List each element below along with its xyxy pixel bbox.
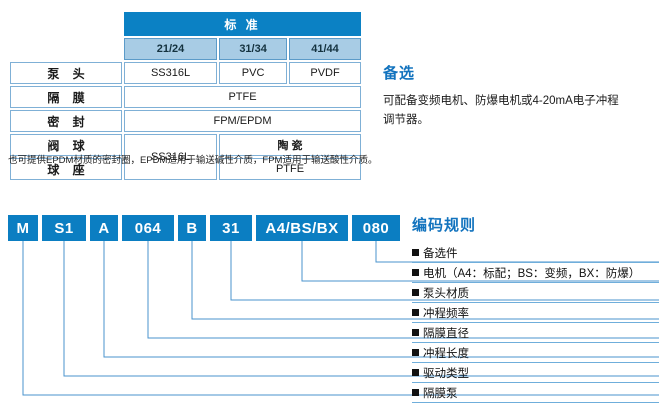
legend-label: 驱动类型 (423, 367, 469, 380)
legend-label: 隔膜泵 (423, 387, 458, 400)
table-row-label: 隔 膜 (10, 86, 122, 108)
legend-label: 电机（A4：标配；BS：变频，BX：防爆） (423, 267, 641, 280)
table-cell: PVDF (289, 62, 361, 84)
code-block-6[interactable]: A4/BS/BX (256, 215, 348, 241)
square-bullet-icon (412, 349, 419, 356)
square-bullet-icon (412, 309, 419, 316)
table-sub-header-2: 41/44 (289, 38, 361, 60)
square-bullet-icon (412, 329, 419, 336)
code-block-2[interactable]: A (90, 215, 118, 241)
table-cell: PTFE (219, 158, 361, 180)
legend-row-6: 驱动类型 (412, 363, 659, 383)
legend-row-4: 隔膜直径 (412, 323, 659, 343)
table-row-label: 球 座 (10, 158, 122, 180)
table-cell: SS316L (124, 134, 218, 180)
legend-label: 隔膜直径 (423, 327, 469, 340)
legend-row-5: 冲程长度 (412, 343, 659, 363)
table-cell: 陶 瓷 (219, 134, 361, 156)
optional-title: 备选 (383, 65, 416, 82)
table-row-label: 泵 头 (10, 62, 122, 84)
table-cell: FPM/EPDM (124, 110, 361, 132)
square-bullet-icon (412, 389, 419, 396)
code-block-5[interactable]: 31 (210, 215, 252, 241)
legend-label: 备选件 (423, 247, 458, 260)
table-corner-spacer (10, 12, 122, 36)
table-cell: SS316L (124, 62, 218, 84)
legend-row-2: 泵头材质 (412, 283, 659, 303)
legend-label: 冲程频率 (423, 307, 469, 320)
legend-row-1: 电机（A4：标配；BS：变频，BX：防爆） (412, 263, 659, 283)
legend-row-0: 备选件 (412, 243, 659, 263)
coding-legend: 编码规则 备选件电机（A4：标配；BS：变频，BX：防爆） 泵头材质冲程频率隔膜直… (412, 214, 659, 403)
materials-footnote: 也可提供EPDM材质的密封圈，EPDM适用于输送碱性介质，FPM适用于输送酸性介… (8, 155, 378, 166)
table-row: 球 座 PTFE (10, 158, 361, 180)
optional-section: 备选 可配备变频电机、防爆电机或4-20mA电子冲程调节器。 (383, 62, 651, 130)
table-cell: PVC (219, 62, 288, 84)
square-bullet-icon (412, 369, 419, 376)
table-cell: PTFE (124, 86, 361, 108)
table-sub-header-1: 31/34 (219, 38, 288, 60)
code-block-1[interactable]: S1 (42, 215, 86, 241)
square-bullet-icon (412, 289, 419, 296)
square-bullet-icon (412, 249, 419, 256)
table-main-header: 标 准 (124, 12, 361, 36)
code-block-3[interactable]: 064 (122, 215, 174, 241)
legend-label: 泵头材质 (423, 287, 469, 300)
optional-body: 可配备变频电机、防爆电机或4-20mA电子冲程调节器。 (383, 95, 619, 126)
legend-label: 冲程长度 (423, 347, 469, 360)
code-block-4[interactable]: B (178, 215, 206, 241)
legend-title: 编码规则 (412, 217, 477, 234)
table-corner-spacer (10, 38, 122, 60)
code-block-0[interactable]: M (8, 215, 38, 241)
legend-row-3: 冲程频率 (412, 303, 659, 323)
table-sub-header-0: 21/24 (124, 38, 218, 60)
code-block-7[interactable]: 080 (352, 215, 400, 241)
square-bullet-icon (412, 269, 419, 276)
legend-row-7: 隔膜泵 (412, 383, 659, 403)
table-row-label: 密 封 (10, 110, 122, 132)
table-row-label: 阀 球 (10, 134, 122, 156)
